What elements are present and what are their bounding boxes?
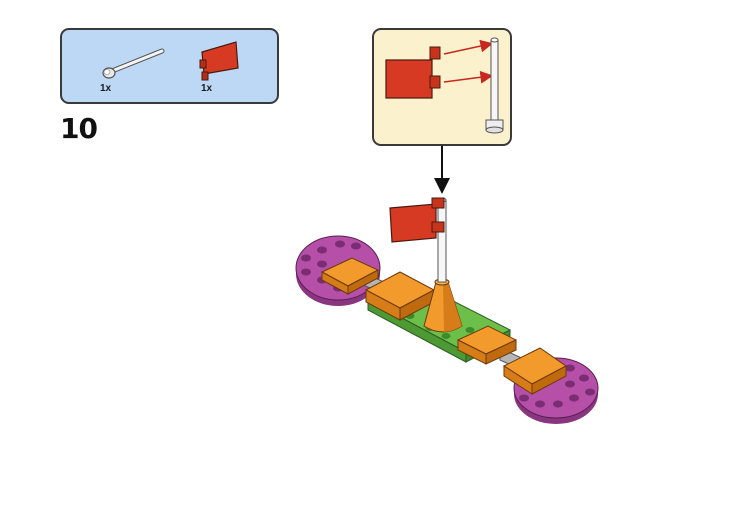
flag-part-icon — [199, 41, 239, 81]
red-flag — [389, 197, 445, 243]
parts-list-panel: 1x 1x — [60, 28, 279, 104]
callout-illustration — [385, 37, 504, 134]
parts-illustrations — [102, 41, 239, 81]
step-number: 10 — [60, 112, 98, 145]
orange-slopes — [320, 257, 567, 395]
flag-icon — [385, 46, 441, 99]
callout-pointer-arrow — [434, 146, 450, 194]
antenna-quantity: 1x — [100, 83, 112, 94]
flag-quantity: 1x — [201, 83, 213, 94]
antenna-pole — [437, 197, 447, 283]
subassembly-callout — [372, 28, 512, 146]
assembly-arrows — [443, 39, 494, 84]
antenna-part-icon — [102, 48, 165, 79]
antenna-icon — [485, 37, 504, 134]
